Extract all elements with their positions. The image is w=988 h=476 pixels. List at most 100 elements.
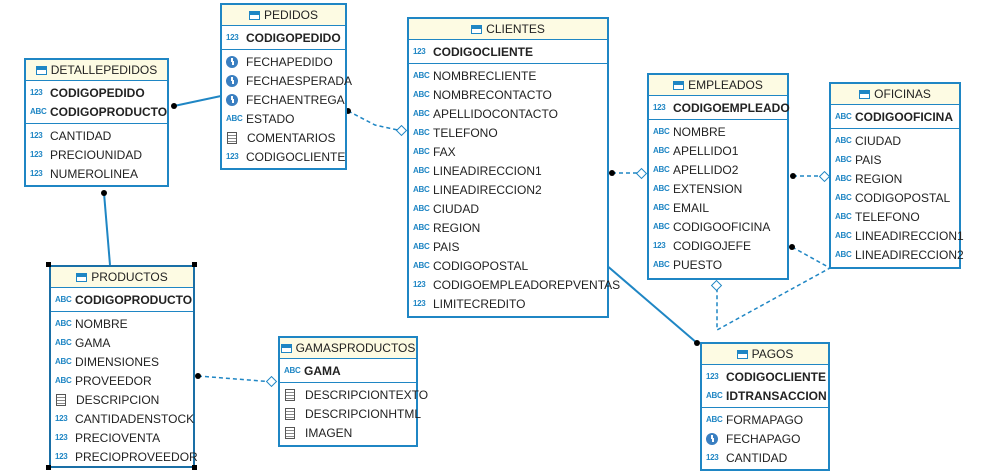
column-name: CODIGOEMPLEADOREPVENTAS [433,277,621,292]
text-type-icon: ABC [55,295,72,304]
link-end-dot [171,103,177,109]
column-row[interactable]: FECHAESPERADA [222,71,352,90]
link-end-dot [789,244,795,250]
column-row[interactable]: DESCRIPCION [51,390,193,409]
selection-handle[interactable] [192,465,197,470]
column-row[interactable]: IMAGEN [280,423,416,442]
column-name: COMENTARIOS [247,130,336,145]
selection-handle[interactable] [192,262,197,267]
clock-icon [226,55,238,68]
column-row[interactable]: DESCRIPCIONHTML [280,404,421,423]
column-name: TELEFONO [433,125,498,140]
column-name: CODIGOOFICINA [673,219,771,234]
entity-title-text: CLIENTES [486,22,545,36]
column-name: REGION [855,171,903,186]
column-row[interactable]: COMENTARIOS [222,128,345,147]
column-row[interactable]: FECHAPEDIDO [222,52,345,71]
entity-title: OFICINAS [831,84,959,105]
column-name: LINEADIRECCION1 [855,228,964,243]
table-icon [673,80,685,90]
column-row[interactable]: DESCRIPCIONTEXTO [280,385,428,404]
table-icon [76,272,88,282]
text-type-icon: ABC [413,166,430,175]
text-type-icon: ABC [835,193,852,202]
text-type-icon: ABC [835,174,852,183]
link-end-dot [609,170,615,176]
column-name: CODIGOCLIENTE [726,369,827,384]
column-row[interactable]: FECHAENTREGA [222,90,345,109]
column-row[interactable]: 123 CODIGOEMPLEADOREPVENTAS [409,275,620,294]
column-row[interactable]: FECHAPAGO [702,429,828,448]
selection-handle[interactable] [46,262,51,267]
column-name: CIUDAD [433,201,480,216]
column-name: FECHAESPERADA [246,73,353,88]
number-type-icon: 123 [413,280,426,289]
selection-handle[interactable] [46,465,51,470]
column-name: CODIGOCLIENTE [433,44,534,59]
column-name: FECHAENTREGA [246,92,345,107]
text-type-icon: ABC [413,242,430,251]
column-name: NOMBRECLIENTE [433,68,537,83]
number-type-icon: 123 [55,414,68,423]
